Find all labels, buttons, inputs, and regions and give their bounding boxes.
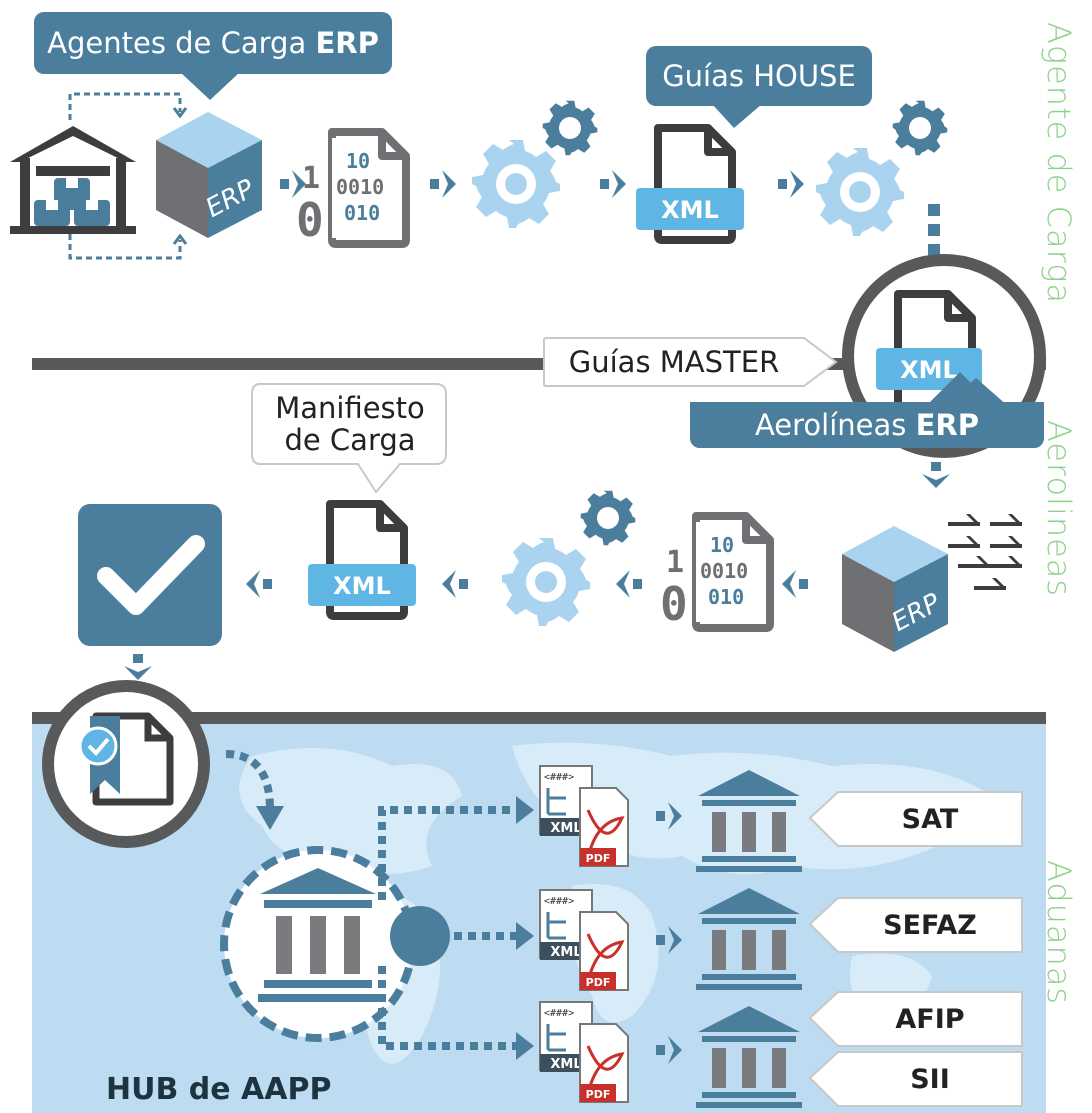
arrow-right-icon — [656, 1036, 682, 1064]
erp-cube-agentes-icon: ERP — [156, 112, 262, 238]
callout-agentes-pointer — [180, 72, 240, 100]
callout-guias-master: Guías MASTER — [546, 338, 802, 386]
arrow-left-icon — [442, 570, 468, 598]
pdf-label: PDF — [586, 1088, 611, 1101]
arrow-down-icon — [922, 462, 950, 488]
agency-box-afip — [808, 991, 1023, 1047]
arrow-right-icon — [778, 170, 804, 198]
agency-label-sat: SAT — [901, 803, 959, 835]
binary-line-2: 0010 — [336, 175, 384, 199]
doc-header-text: <###> — [544, 772, 574, 783]
callout-manifiesto: Manifiesto de Carga — [254, 392, 446, 456]
doc-header-text: <###> — [544, 896, 574, 907]
checkmark-approved-icon — [78, 504, 222, 646]
agency-label-afip: AFIP — [895, 1003, 965, 1035]
xml-label: XML — [661, 196, 719, 224]
doc-header-text: <###> — [544, 1008, 574, 1019]
erp-cube-aerolineas-icon: ERP — [842, 526, 948, 652]
arrow-right-icon — [656, 802, 682, 830]
hub-title: HUB de AAPP — [106, 1072, 332, 1107]
xml-label: XML — [550, 1057, 581, 1072]
xml-pdf-document-sii-icon: <###> XML PDF — [539, 1001, 629, 1103]
callout-agentes-text: Agentes de Carga — [47, 26, 316, 60]
xml-document-manifiesto-icon: XML — [308, 500, 416, 624]
dashed-loop-arrows — [68, 92, 188, 260]
callout-aerolineas-erp-box: Aerolíneas ERP — [690, 402, 1044, 448]
binary-line-1: 10 — [710, 533, 734, 557]
agency-box-sat — [808, 791, 1023, 847]
callout-guias-master-text: Guías MASTER — [568, 345, 780, 379]
xml-document-house-icon: XML — [636, 124, 744, 248]
callout-house-pointer — [712, 104, 762, 128]
customs-building-sat-icon — [696, 770, 802, 872]
arrow-right-icon — [656, 926, 682, 954]
binary-big-1: 1 — [666, 545, 684, 580]
customs-building-sefaz-icon — [696, 888, 802, 990]
arrow-right-icon — [430, 170, 456, 198]
divider-line-2 — [32, 712, 1046, 724]
binary-document-middle-icon: 1 0 10 0010 010 — [660, 512, 780, 632]
binary-line-3: 010 — [708, 585, 744, 609]
callout-agentes-erp: Agentes de Carga ERP — [34, 12, 392, 74]
callout-agentes-bold: ERP — [315, 26, 379, 60]
binary-big-1: 1 — [302, 161, 320, 196]
arrow-right-icon — [600, 170, 626, 198]
customs-building-sii-icon — [696, 1006, 802, 1108]
pdf-label: PDF — [586, 852, 611, 865]
warehouse-icon — [10, 126, 136, 234]
dotted-arrow-to-hub — [225, 750, 284, 830]
xml-pdf-document-sefaz-icon: <###> XML PDF — [539, 889, 629, 991]
arrow-left-icon — [246, 570, 272, 598]
side-label-aduanas: Aduanas — [1040, 860, 1078, 1006]
gears-process-icon — [472, 100, 598, 228]
callout-manifiesto-line2: de Carga — [284, 423, 416, 457]
xml-label: XML — [333, 572, 391, 600]
callout-manifiesto-box — [251, 383, 447, 494]
gears-process-icon — [816, 100, 948, 236]
binary-line-1: 10 — [346, 149, 370, 173]
binary-line-3: 010 — [344, 201, 380, 225]
xml-label: XML — [550, 821, 581, 836]
dotted-branches — [378, 796, 534, 1060]
binary-line-2: 0010 — [700, 559, 748, 583]
agency-label-sii: SII — [910, 1063, 950, 1095]
signed-document-circle-icon — [42, 680, 210, 848]
xml-pdf-document-sat-icon: <###> XML PDF — [539, 765, 629, 867]
hub-node-circle — [390, 906, 450, 966]
gears-process-middle-icon — [502, 490, 636, 626]
callout-guias-house-text: Guías HOUSE — [662, 59, 856, 93]
airplanes-icon — [948, 514, 1022, 590]
pdf-label: PDF — [586, 976, 611, 989]
xml-label: XML — [900, 356, 958, 384]
agency-box-sefaz — [808, 897, 1023, 953]
binary-big-0: 0 — [660, 577, 688, 631]
callout-aerolineas-bold: ERP — [915, 408, 980, 442]
callout-aerolineas-text: Aerolíneas — [754, 408, 916, 442]
xml-label: XML — [550, 945, 581, 960]
agency-label-sefaz: SEFAZ — [883, 909, 977, 941]
callout-guias-house: Guías HOUSE — [646, 46, 872, 106]
callout-manifiesto-line1: Manifiesto — [275, 391, 425, 425]
binary-document-icon: 1 0 10 0010 010 — [296, 128, 416, 248]
binary-big-0: 0 — [296, 193, 324, 247]
callout-aerolineas-notch — [944, 378, 1008, 406]
side-label-aerolineas: Aerolineas — [1040, 420, 1078, 598]
agency-box-sii — [808, 1051, 1023, 1107]
callout-guias-master-box — [543, 337, 838, 387]
side-label-agente: Agente de Carga — [1040, 22, 1078, 304]
arrow-left-icon — [782, 570, 808, 598]
